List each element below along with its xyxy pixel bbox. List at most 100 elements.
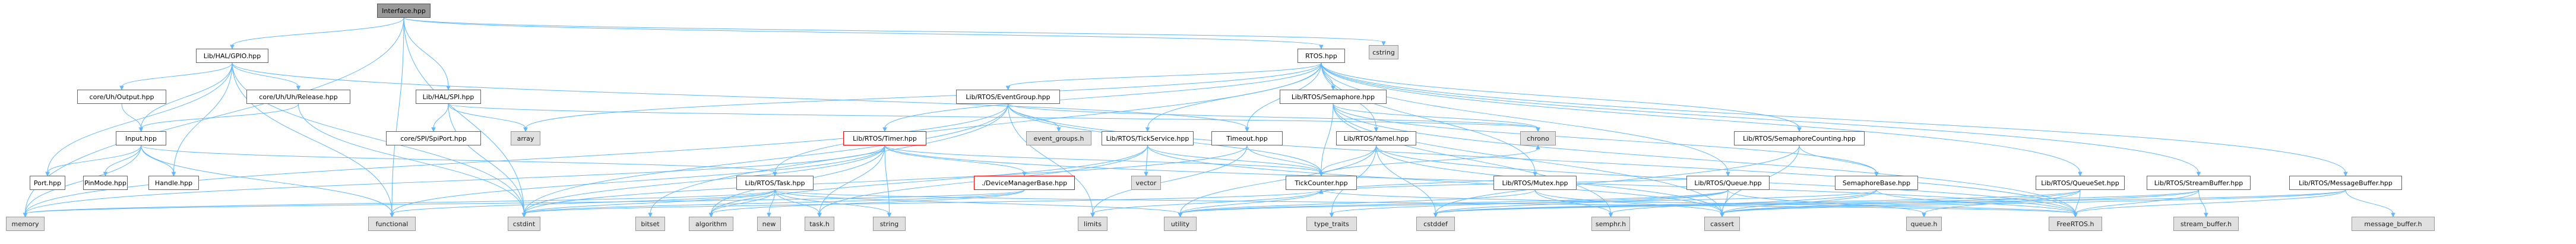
edge-task-to-string xyxy=(774,189,890,214)
node-task-h: task.h xyxy=(805,217,834,231)
node-rtos-hpp[interactable]: RTOS.hpp xyxy=(1298,49,1345,63)
edge-task-to-functional xyxy=(391,189,776,214)
node-yamel-hpp[interactable]: Lib/RTOS/Yamel.hpp xyxy=(1336,131,1416,145)
node-interface-hpp[interactable]: Interface.hpp xyxy=(377,4,431,18)
edge-queue_set-to-cstddef xyxy=(1435,189,2081,214)
node-semaphore-base-hpp[interactable]: SemaphoreBase.hpp xyxy=(1835,176,1918,190)
node-cstring: cstring xyxy=(1369,45,1398,59)
edge-semaphore-to-cassert xyxy=(1333,103,1723,214)
edge-tick_service-to-algorithm xyxy=(711,145,1148,214)
edge-semaphore-to-tick_counter xyxy=(1321,103,1334,173)
edge-hal_spi-to-chrono xyxy=(448,103,1539,129)
arrowhead-device_manager-to-memory xyxy=(23,213,28,218)
node-input-hpp[interactable]: Input.hpp xyxy=(116,131,166,145)
edge-hal_spi-to-cstdint xyxy=(448,103,524,214)
node-core-uh-output-hpp[interactable]: core/Uh/Output.hpp xyxy=(77,90,166,104)
node-tick-service-hpp[interactable]: Lib/RTOS/TickService.hpp xyxy=(1102,131,1194,145)
edge-event_group-to-limits xyxy=(1008,103,1093,214)
node-cstdint: cstdint xyxy=(508,217,540,231)
edge-rtos-to-stream_buffer xyxy=(1321,62,2199,173)
node-message-buffer-h: message_buffer.h xyxy=(2352,217,2435,231)
edge-core_uh_output-to-input xyxy=(121,103,141,129)
node-timer-hpp[interactable]: Lib/RTOS/Timer.hpp xyxy=(843,131,926,145)
edge-queue-to-cstddef xyxy=(1435,189,1729,214)
arrowhead-interface-to-cstring xyxy=(1381,41,1386,46)
edge-timer-to-cstdint xyxy=(524,145,885,214)
arrowhead-stream_buffer-to-stream_buffer_h xyxy=(2204,213,2208,218)
arrowhead-task-to-functional xyxy=(390,213,394,218)
node-mutex-hpp[interactable]: Lib/RTOS/Mutex.hpp xyxy=(1493,176,1577,190)
edge-task-to-utility xyxy=(774,189,1181,214)
arrowhead-hal_gpio-to-core_uh_release xyxy=(296,85,301,91)
edge-tick_counter-to-limits xyxy=(1092,189,1322,214)
node-core-spi-port-hpp[interactable]: core/SPI/SpiPort.hpp xyxy=(386,131,481,145)
node-timeout-hpp[interactable]: Timeout.hpp xyxy=(1211,131,1283,145)
node-semaphore-counting-hpp[interactable]: Lib/RTOS/SemaphoreCounting.hpp xyxy=(1734,131,1865,145)
edge-tick_service-to-vector xyxy=(1145,145,1148,173)
node-vector: vector xyxy=(1131,176,1161,190)
node-queue-set-hpp[interactable]: Lib/RTOS/QueueSet.hpp xyxy=(2036,176,2125,190)
node-tick-counter-hpp[interactable]: TickCounter.hpp xyxy=(1286,176,1357,190)
edge-timeout-to-cstdint xyxy=(524,145,1248,214)
arrowhead-hal_spi-to-core_spi_port xyxy=(431,127,436,132)
node-new: new xyxy=(757,217,781,231)
edge-rtos-to-task xyxy=(774,62,1322,173)
node-hal-gpio-hpp[interactable]: Lib/HAL/GPIO.hpp xyxy=(196,49,268,63)
node-port-hpp[interactable]: Port.hpp xyxy=(30,176,65,190)
edge-interface-to-hal_spi xyxy=(403,17,449,87)
edge-mutex-to-cassert xyxy=(1534,189,1723,214)
edge-hal_spi-to-core_spi_port xyxy=(433,103,449,129)
arrowhead-event_group-to-chrono xyxy=(1536,127,1540,132)
arrowhead-rtos-to-timeout xyxy=(1245,127,1249,132)
edge-message_buffer-to-freertos_h xyxy=(2075,189,2346,214)
edge-queue-to-cassert xyxy=(1721,189,1729,214)
edge-stream_buffer-to-cstddef xyxy=(1435,189,2199,214)
node-semaphore-hpp[interactable]: Lib/RTOS/Semaphore.hpp xyxy=(1280,90,1387,104)
arrowhead-tick_counter-to-cstdint xyxy=(521,213,527,218)
node-event-group-hpp[interactable]: Lib/RTOS/EventGroup.hpp xyxy=(956,90,1060,104)
arrowhead-semaphore_base-to-utility xyxy=(1178,213,1183,218)
edge-input-to-pinmode xyxy=(105,145,141,173)
node-pinmode-hpp[interactable]: PinMode.hpp xyxy=(83,176,128,190)
node-message-buffer-hpp[interactable]: Lib/RTOS/MessageBuffer.hpp xyxy=(2289,176,2402,190)
node-semphr-h: semphr.h xyxy=(1591,217,1630,231)
node-cstddef: cstddef xyxy=(1416,217,1455,231)
edge-semaphore-to-semaphore_base xyxy=(1333,103,1877,173)
edge-device_manager-to-cstdint xyxy=(524,189,1025,214)
edge-interface-to-cstdint xyxy=(403,17,524,214)
arrowhead-task-to-new xyxy=(767,213,771,218)
edge-rtos-to-event_group xyxy=(1008,62,1322,87)
node-stream-buffer-hpp[interactable]: Lib/RTOS/StreamBuffer.hpp xyxy=(2147,176,2251,190)
edge-hal_gpio-to-handle xyxy=(173,62,233,173)
arrowhead-rtos-to-event_group xyxy=(1005,85,1011,91)
edge-tick_counter-to-cstdint xyxy=(524,189,1322,214)
arrowhead-task-to-string xyxy=(887,213,892,218)
edge-core_uh_release-to-input xyxy=(141,103,299,129)
node-bitset: bitset xyxy=(635,217,665,231)
edge-yamel-to-utility xyxy=(1180,145,1376,214)
node-queue-hpp[interactable]: Lib/RTOS/Queue.hpp xyxy=(1686,176,1770,190)
arrowhead-rtos-to-message_buffer xyxy=(2343,172,2348,177)
node-core-uh-release-hpp[interactable]: core/Uh/Uh/Release.hpp xyxy=(246,90,350,104)
node-array: array xyxy=(511,131,540,145)
edge-event_group-to-memory xyxy=(25,103,1008,214)
node-hal-spi-hpp[interactable]: Lib/HAL/SPI.hpp xyxy=(416,90,481,104)
node-handle-hpp[interactable]: Handle.hpp xyxy=(148,176,199,190)
node-stream-buffer-h: stream_buffer.h xyxy=(2173,217,2239,231)
edge-task-to-freertos_h xyxy=(774,189,2076,214)
node-task-hpp[interactable]: Lib/RTOS/Task.hpp xyxy=(736,176,814,190)
edge-message_buffer-to-cassert xyxy=(1721,189,2346,214)
node-device-manager-base-hpp[interactable]: ./DeviceManagerBase.hpp xyxy=(974,176,1075,190)
edge-yamel-to-tick_counter xyxy=(1321,145,1376,173)
edge-input-to-task xyxy=(141,145,776,173)
edge-event_group-to-cstdint xyxy=(524,103,1008,214)
node-functional: functional xyxy=(368,217,416,231)
arrowhead-rtos-to-yamel xyxy=(1374,127,1379,132)
edge-event_group-to-bitset xyxy=(650,103,1008,214)
node-limits: limits xyxy=(1078,217,1107,231)
edge-device_manager-to-algorithm xyxy=(711,189,1025,214)
arrowhead-input-to-handle xyxy=(171,172,176,177)
edge-task-to-memory xyxy=(25,189,776,214)
